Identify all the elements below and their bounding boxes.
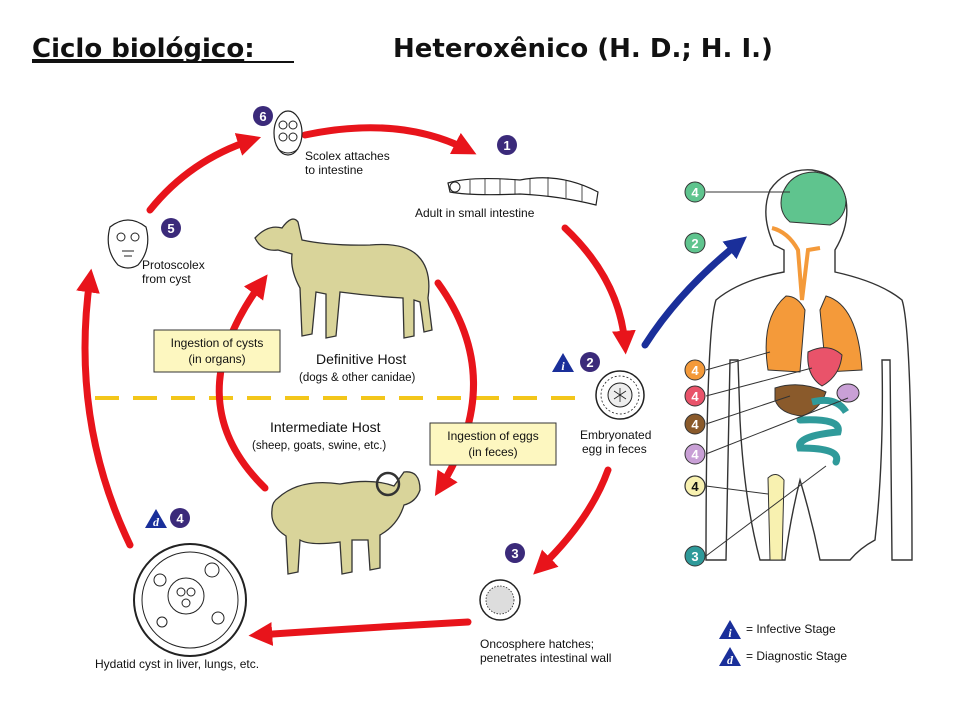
legend-diagnostic-label: = Diagnostic Stage — [746, 649, 847, 663]
marker-heart-number: 4 — [691, 389, 699, 404]
page-title: Ciclo biológico: Heteroxênico (H. D.; H.… — [32, 34, 773, 64]
stage-2-label-1: Embryonated — [580, 428, 651, 442]
stage-6: 6 Scolex attaches to intestine — [253, 106, 390, 177]
arrow-5-to-6 — [146, 133, 262, 214]
marker-lungs-number: 4 — [691, 363, 699, 378]
legend-diagnostic-icon — [719, 647, 741, 666]
arrow-6-to-1 — [301, 124, 477, 155]
legend-infective-icon — [719, 620, 741, 639]
stage-5: 5 Protoscolex from cyst — [107, 218, 205, 286]
stage-2-label-2: egg in feces — [582, 442, 647, 456]
airway — [771, 226, 821, 301]
arrow-to-human — [641, 236, 747, 349]
ingestion-eggs-line-2: (in feces) — [468, 445, 517, 459]
svg-text:Ciclo biológico:: Ciclo biológico: — [32, 34, 255, 64]
stage-1-label: Adult in small intestine — [415, 206, 535, 220]
ingestion-cysts-box: Ingestion of cysts (in organs) — [153, 329, 281, 373]
stomach — [811, 396, 849, 415]
stage-1-badge — [497, 135, 517, 155]
intestine-organ — [796, 416, 842, 466]
marker-brain — [684, 181, 706, 203]
ingestion-eggs-line-1: Ingestion of eggs — [447, 429, 538, 443]
stage-6-label-1: Scolex attaches — [305, 149, 390, 163]
stage-6-badge — [253, 106, 273, 126]
scolex-icon — [273, 110, 303, 156]
hydatid-cyst-icon — [133, 543, 247, 657]
legend-infective-letter: i — [728, 626, 732, 640]
stage-1: 1 Adult in small intestine — [415, 135, 599, 220]
stage-2: i 2 Embryonated egg in feces — [552, 352, 651, 456]
arrow-1-to-2 — [561, 224, 636, 355]
stage-6-number: 6 — [259, 109, 266, 124]
stage-4: d 4 Hydatid cyst in liver, lungs, etc. — [95, 508, 259, 671]
marker-intestine-number: 3 — [691, 549, 698, 564]
stage-4-number: 4 — [176, 511, 184, 526]
definitive-host-name: Definitive Host — [316, 351, 406, 367]
stage-3-badge — [505, 543, 525, 563]
title-colon: : — [244, 34, 254, 64]
ingestion-cysts-line-2: (in organs) — [188, 352, 245, 366]
stage-4-label: Hydatid cyst in liver, lungs, etc. — [95, 657, 259, 671]
sheep-illustration — [271, 471, 421, 575]
marker-lungs — [684, 359, 706, 381]
intermediate-host-detail: (sheep, goats, swine, etc.) — [252, 440, 386, 452]
intermediate-host-name: Intermediate Host — [270, 419, 381, 435]
stage-3: 3 Oncosphere hatches; penetrates intesti… — [479, 543, 611, 665]
marker-brain-number: 4 — [691, 185, 699, 200]
protoscolex-icon — [107, 219, 149, 269]
stage-2-badge — [580, 352, 600, 372]
legend-infective-label: = Infective Stage — [746, 622, 836, 636]
bone-organ — [767, 474, 785, 561]
dog-illustration — [254, 218, 433, 339]
marker-entry — [684, 232, 706, 254]
title-label: Ciclo biológico — [32, 34, 244, 64]
stage-3-label-1: Oncosphere hatches; — [480, 637, 594, 651]
liver-organ — [774, 384, 827, 417]
marker-bone-number: 4 — [691, 479, 699, 494]
stage-1-number: 1 — [503, 138, 510, 153]
definitive-host-detail: (dogs & other canidae) — [299, 372, 416, 384]
left-lung-organ — [765, 295, 806, 373]
human-figure — [705, 169, 913, 561]
arrow-2-to-3 — [533, 466, 612, 575]
diagnostic-stage-icon: d — [145, 509, 167, 529]
organ-markers: 4 2 4 4 4 4 4 3 — [684, 181, 849, 567]
embryonated-egg-icon — [595, 370, 645, 420]
oncosphere-icon — [479, 579, 521, 621]
marker-intestine — [684, 545, 706, 567]
legend-diagnostic-letter: d — [727, 653, 734, 667]
svg-text:i: i — [561, 359, 565, 373]
marker-spleen — [684, 443, 706, 465]
arrow-3-to-4 — [248, 618, 472, 646]
stage-2-number: 2 — [586, 355, 593, 370]
legend: i = Infective Stage d = Diagnostic Stage — [719, 620, 847, 667]
brain-organ — [780, 171, 847, 226]
ingestion-eggs-box: Ingestion of eggs (in feces) — [429, 422, 557, 466]
spleen-organ — [836, 383, 860, 403]
stage-4-badge — [170, 508, 190, 528]
stage-5-label-2: from cyst — [142, 272, 191, 286]
marker-spleen-number: 4 — [691, 447, 699, 462]
stage-5-badge — [161, 218, 181, 238]
marker-heart — [684, 385, 706, 407]
title-value: Heteroxênico (H. D.; H. I.) — [393, 34, 773, 64]
marker-liver-number: 4 — [691, 417, 699, 432]
marker-bone — [684, 475, 706, 497]
marker-liver — [684, 413, 706, 435]
svg-text:d: d — [153, 515, 160, 529]
adult-worm-icon — [447, 177, 599, 206]
stage-3-number: 3 — [511, 546, 518, 561]
stage-6-label-2: to intestine — [305, 163, 363, 177]
arrow-4-to-5 — [76, 268, 134, 549]
stage-5-label-1: Protoscolex — [142, 258, 205, 272]
outer-cycle-arrows — [76, 124, 636, 646]
arrow-cysts-ingestion — [215, 274, 269, 492]
heart-organ — [807, 347, 843, 387]
stage-5-number: 5 — [167, 221, 174, 236]
infective-stage-icon: i — [552, 353, 574, 373]
stage-3-label-2: penetrates intestinal wall — [480, 651, 611, 665]
marker-entry-number: 2 — [691, 236, 698, 251]
ingestion-cysts-line-1: Ingestion of cysts — [171, 336, 264, 350]
